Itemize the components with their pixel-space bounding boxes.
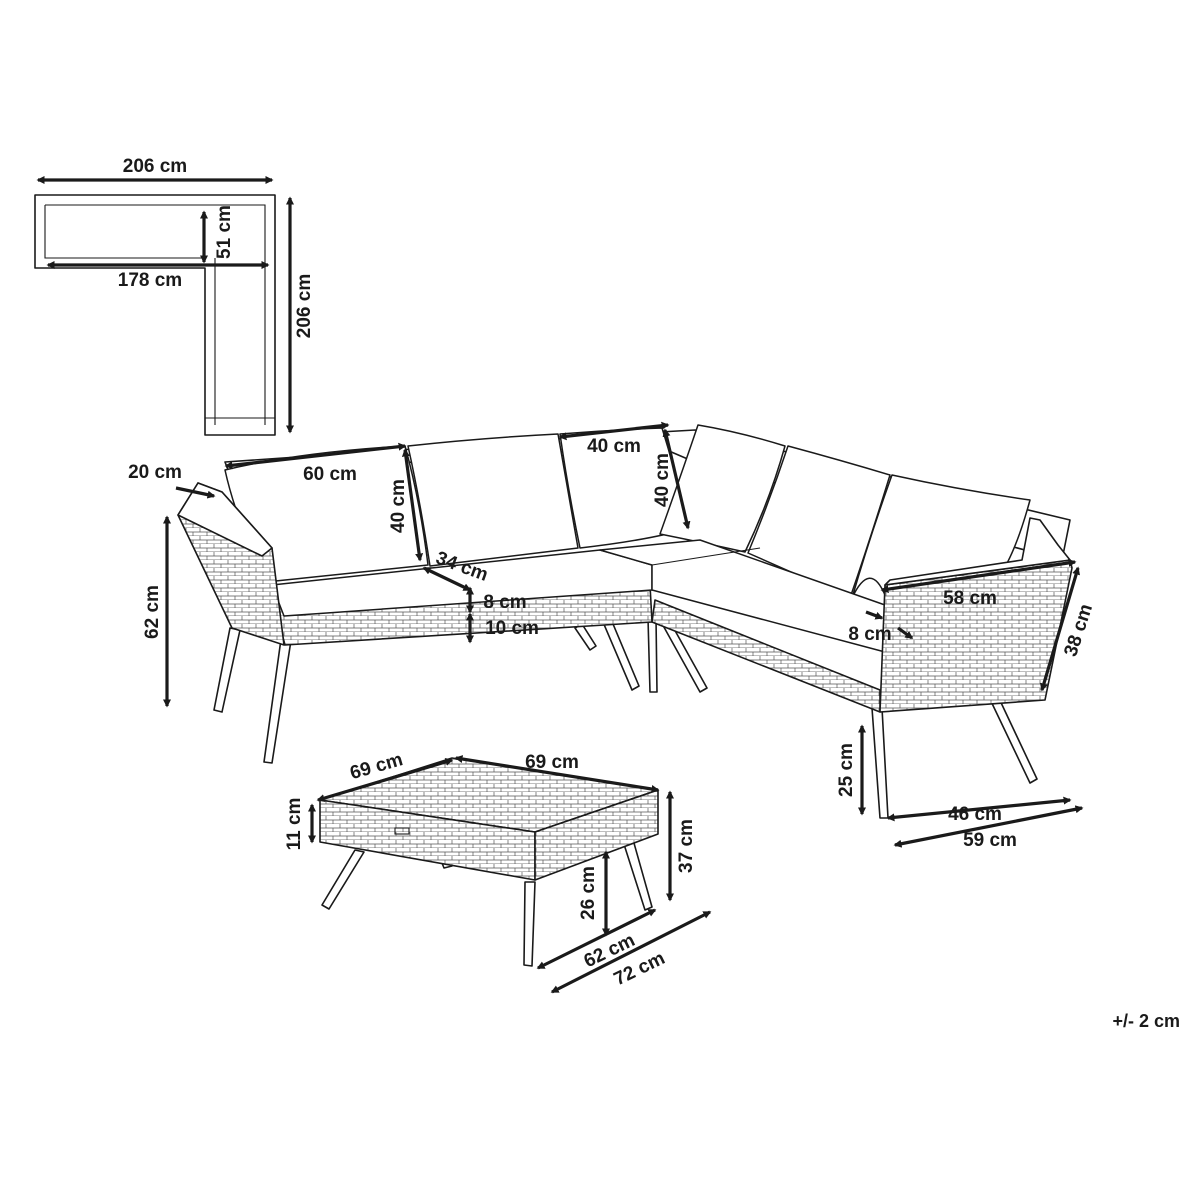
frame-height-label: 10 cm xyxy=(485,618,539,639)
seat-height-label: 25 cm xyxy=(836,743,857,797)
table-front-right-side xyxy=(534,789,659,881)
table-width-right-arrow xyxy=(454,755,660,793)
back-cushion-width-label: 60 cm xyxy=(303,464,357,485)
sofa-dimensions: 20 cm 60 cm 40 cm 40 cm 40 cm 62 cm 34 c… xyxy=(128,421,1097,851)
total-height-label: 62 cm xyxy=(142,585,163,639)
sofa-back-cushion-2 xyxy=(407,433,579,567)
armrest-thickness-arrow xyxy=(897,626,914,640)
seat-depth-arrow xyxy=(422,566,472,592)
plan-inner-line xyxy=(44,204,275,425)
table-label-plate xyxy=(394,827,410,835)
tolerance-note: +/- 2 cm xyxy=(1112,1011,1180,1031)
armrest-width-label: 20 cm xyxy=(128,462,182,483)
table-width-left-arrow xyxy=(316,758,454,802)
plan-view: 206 cm 178 cm 51 cm 206 cm xyxy=(34,156,315,436)
seat-cushion-thickness-label: 8 cm xyxy=(483,592,526,613)
table-leg-1 xyxy=(321,849,365,910)
sofa-seat-divider xyxy=(651,547,761,566)
armrest-thickness-label: 8 cm xyxy=(848,624,891,645)
plan-total-width-label: 206 cm xyxy=(123,156,187,177)
table-leg-2 xyxy=(523,881,536,967)
outer-depth-label: 59 cm xyxy=(963,830,1017,851)
plan-inner-width-label: 178 cm xyxy=(118,270,182,291)
back-cushion-height-right-arrow xyxy=(662,428,691,530)
corner-cushion-width-arrow xyxy=(558,421,670,441)
plan-depth-label: 51 cm xyxy=(214,205,235,259)
table-leg-3 xyxy=(621,835,653,911)
armrest-length-label: 58 cm xyxy=(943,588,997,609)
back-cushion-height-right-label: 40 cm xyxy=(652,453,673,507)
table-leg-span-outer-arrow xyxy=(550,910,712,994)
corner-cushion-width-label: 40 cm xyxy=(587,436,641,457)
table-leg-height-label: 26 cm xyxy=(578,866,599,920)
table-total-height-label: 37 cm xyxy=(676,819,697,873)
back-cushion-height-left-label: 40 cm xyxy=(388,479,409,533)
outer-depth-arrow xyxy=(893,805,1084,848)
armrest-width-arrow xyxy=(175,486,216,499)
table-top-height-label: 11 cm xyxy=(284,798,305,851)
back-cushion-height-left-arrow xyxy=(401,448,424,562)
table-width-right-label: 69 cm xyxy=(525,752,579,773)
inner-depth-label: 46 cm xyxy=(948,804,1002,825)
back-cushion-width-arrow xyxy=(224,442,407,470)
plan-total-length-label: 206 cm xyxy=(294,274,315,338)
corner-sofa xyxy=(177,424,1073,819)
armrest-height-arrow xyxy=(1040,566,1080,692)
plan-sofa-outline xyxy=(34,194,276,436)
sofa-left-armrest-top xyxy=(177,482,273,557)
